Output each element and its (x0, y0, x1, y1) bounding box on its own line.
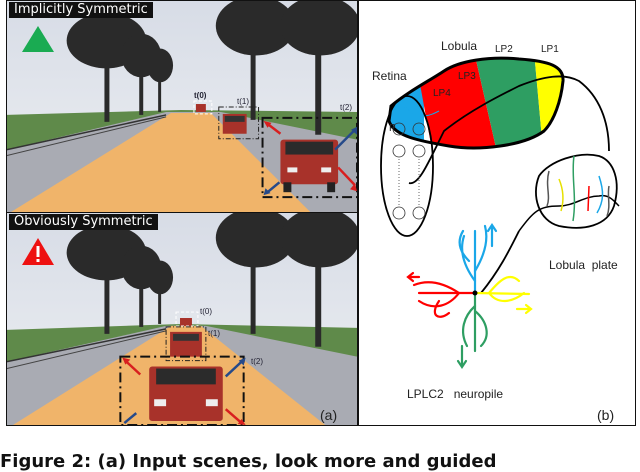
panel-letter-a: (a) (320, 407, 338, 423)
panel-letter-b: (b) (597, 407, 615, 423)
time-label-t1: t(1) (237, 97, 249, 106)
photoreceptor-label: P (389, 123, 396, 134)
scene-label-obviously-symmetric: Obviously Symmetric (9, 214, 158, 230)
time-label-t2: t(2) (251, 357, 263, 366)
road-scene-obvious: Obviously Symmetric t(0) t(1) t(2) (a) (6, 212, 358, 426)
road-scene-illustration (7, 1, 357, 212)
label-lp2: LP2 (495, 44, 513, 55)
label-lobula: Lobula (441, 39, 478, 53)
car-t0 (195, 104, 206, 112)
label-lp3: LP3 (458, 71, 476, 82)
fly-visual-pathway-diagram: Lobula LP2 LP1 Retina LP3 LP4 P Lobula p… (358, 0, 636, 426)
scene-label-implicitly-symmetric: Implicitly Symmetric (9, 2, 153, 18)
label-retina: Retina (372, 69, 407, 83)
time-label-t0: t(0) (200, 307, 212, 316)
label-lp4: LP4 (433, 88, 451, 99)
time-label-t1: t(1) (208, 329, 220, 338)
car-t1 (222, 113, 247, 134)
neural-pathway-illustration (380, 56, 620, 369)
car-t2 (280, 139, 339, 193)
label-lobula-plate: Lobula plate (549, 258, 618, 272)
label-lplc2-neuropile: LPLC2 neuropile (407, 387, 504, 401)
road-scene-implicit: Implicitly Symmetric t(0) t(1) t(2) (6, 0, 358, 213)
time-label-t2: t(2) (340, 103, 352, 112)
label-lp1: LP1 (541, 44, 559, 55)
figure-caption: Figure 2: (a) Input scenes, look more an… (0, 451, 497, 472)
green-triangle-icon (22, 26, 54, 52)
road-scene-illustration (7, 213, 357, 425)
red-warning-triangle-icon (22, 238, 54, 265)
time-label-t0: t(0) (194, 91, 207, 100)
